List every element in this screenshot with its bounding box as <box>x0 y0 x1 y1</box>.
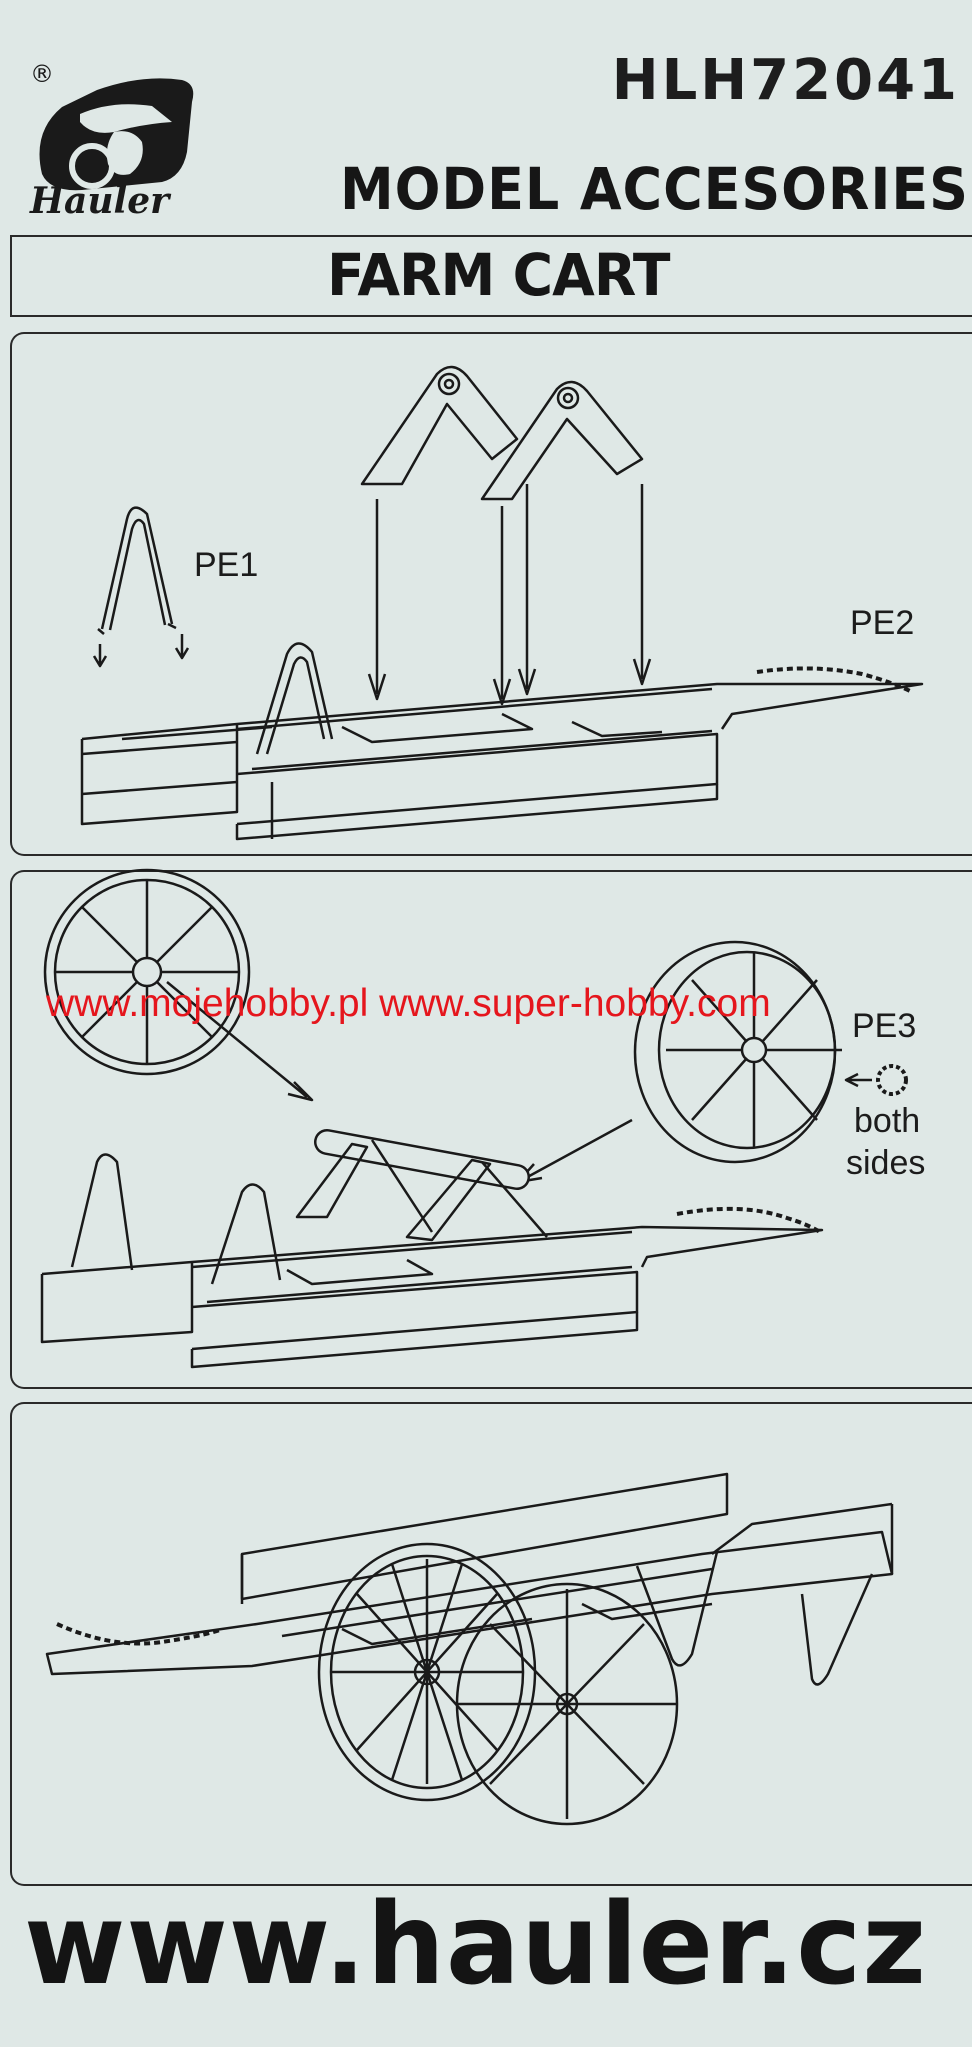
driver-logo-icon: ® <box>30 60 194 191</box>
label-pe2: PE2 <box>850 604 915 642</box>
label-pe3: PE3 <box>852 1007 917 1045</box>
brand-name: Hauler <box>30 180 170 222</box>
step-2-panel: PE3 both sides <box>10 868 972 1389</box>
wheel-mounting-diagram <box>40 868 908 1369</box>
label-sides: sides <box>846 1144 926 1182</box>
finished-cart-diagram <box>45 1472 894 1826</box>
step-3-panel <box>10 1402 972 1886</box>
hauler-logo: ® Hauler <box>22 60 212 232</box>
page-subtitle: MODEL ACCESORIES <box>340 155 969 223</box>
watermark-text: www.mojehobby.pl www.super-hobby.com <box>46 982 771 1025</box>
cart-bed-assembly-diagram <box>80 365 924 841</box>
label-both: both <box>854 1102 921 1140</box>
product-code: HLH72041 <box>611 48 960 113</box>
page-title: FARM CART <box>327 241 670 309</box>
label-pe1: PE1 <box>194 546 259 584</box>
title-banner: FARM CART <box>10 235 972 317</box>
footer-url: www.hauler.cz <box>24 1880 928 2010</box>
registered-mark: ® <box>30 60 54 88</box>
step-1-panel: PE1 PE2 <box>10 332 972 856</box>
